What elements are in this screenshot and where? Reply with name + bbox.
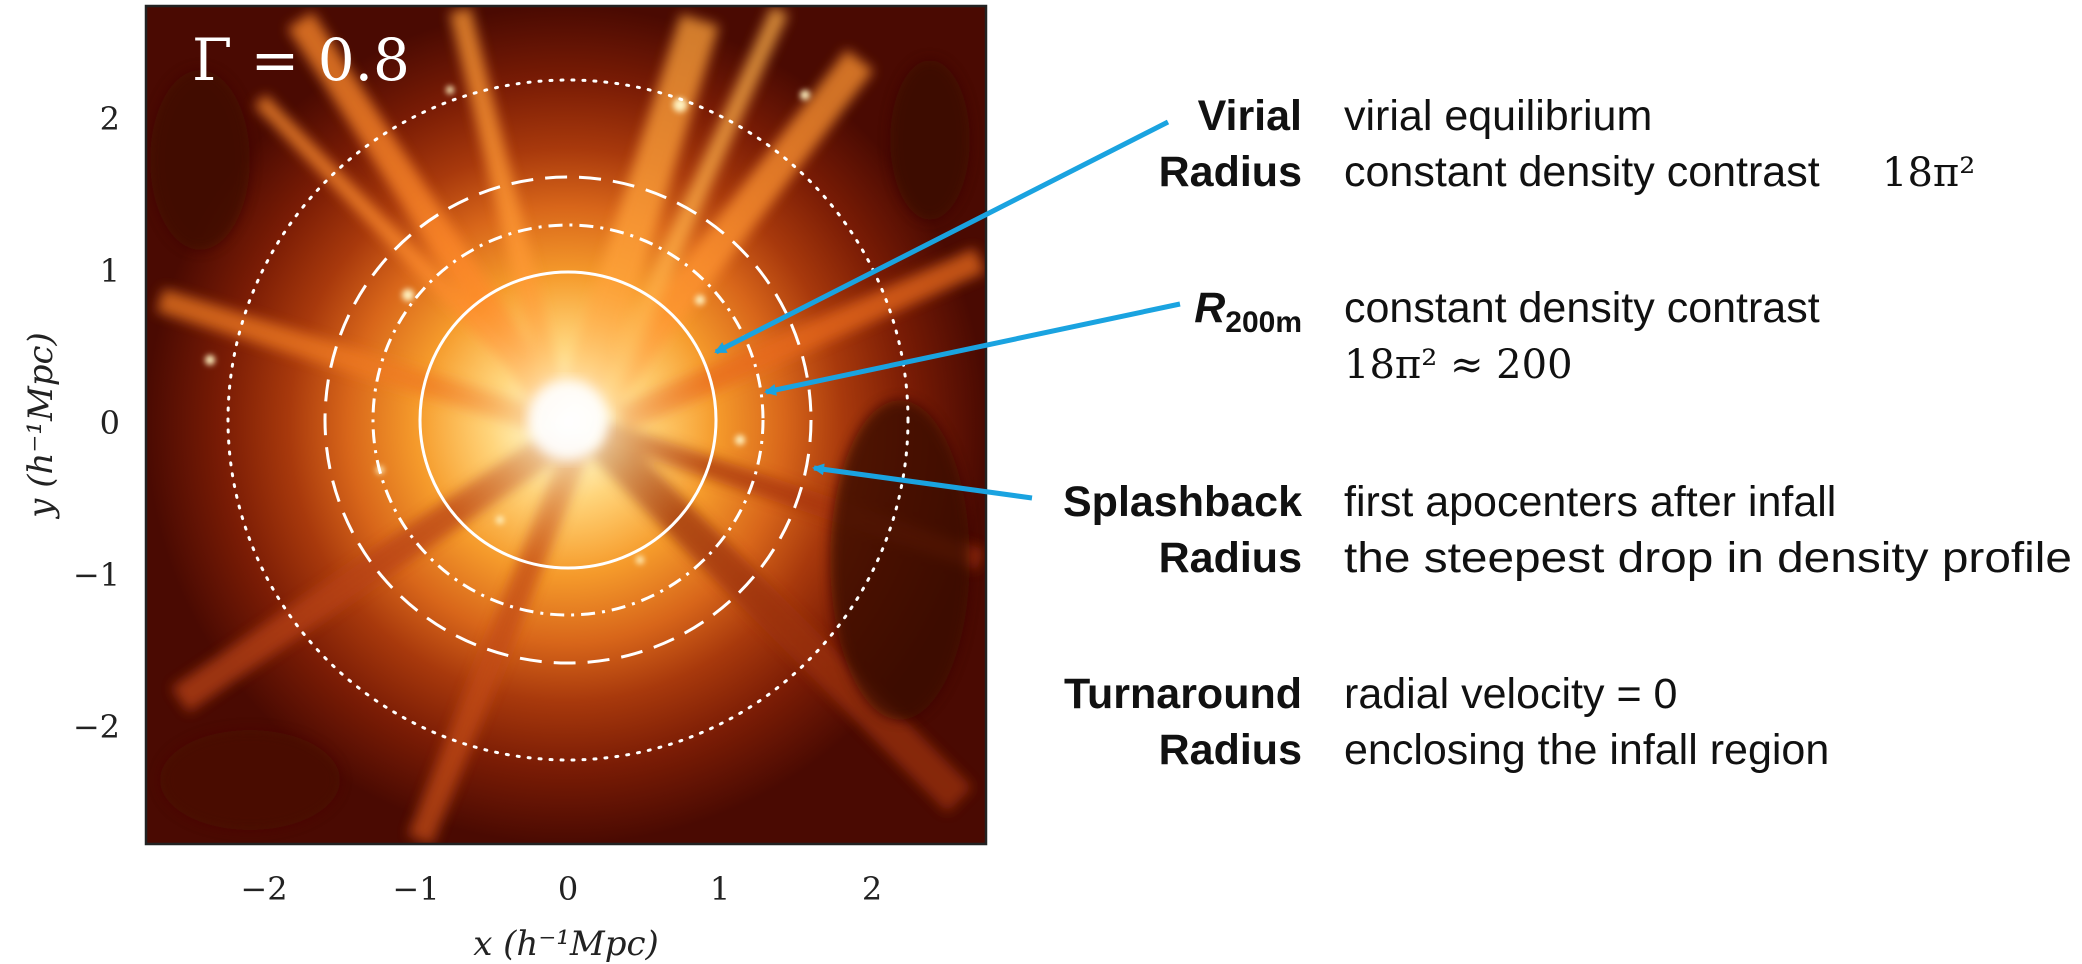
y-axis-ticks: 2 1 0 −1 −2 (73, 100, 120, 746)
x-tick: 0 (558, 870, 578, 908)
turnaround-radius-circle (226, 78, 910, 762)
r200m-circle (371, 223, 765, 617)
turnaround-term-line1: Turnaround (1064, 670, 1302, 718)
y-tick: 1 (100, 252, 120, 290)
splashback-desc-line1: first apocenters after infall (1344, 478, 1836, 526)
r200m-desc-line1: constant density contrast (1344, 284, 1820, 332)
virial-desc-math: 18π² (1882, 150, 1975, 196)
x-axis-ticks: −2 −1 0 1 2 (240, 870, 882, 908)
virial-term-line1: Virial (1198, 92, 1302, 140)
annotation-turnaround: Turnaround Radius radial velocity = 0 en… (1064, 670, 1829, 774)
turnaround-desc-line2: enclosing the infall region (1344, 726, 1829, 774)
r200m-arrow (764, 301, 1181, 396)
y-tick: −2 (73, 708, 120, 746)
y-tick: 2 (100, 100, 120, 138)
annotation-splashback: Splashback Radius first apocenters after… (1063, 478, 2072, 582)
gamma-label: Γ = 0.8 (192, 26, 410, 94)
x-tick: 2 (862, 870, 882, 908)
virial-desc-line2: constant density contrast (1344, 148, 1820, 196)
virial-desc-line1: virial equilibrium (1344, 92, 1652, 140)
virial-term-line2: Radius (1159, 148, 1302, 196)
x-axis-label: x (h⁻¹Mpc) (473, 924, 659, 964)
annotation-virial: Virial Radius virial equilibrium constan… (1159, 92, 1976, 196)
x-tick: −2 (240, 870, 287, 908)
x-tick: 1 (710, 870, 730, 908)
annotation-r200m: R200m constant density contrast 18π² ≈ 2… (1194, 284, 1819, 388)
y-tick: 0 (100, 404, 120, 442)
splashback-radius-circle (323, 175, 813, 665)
turnaround-term-line2: Radius (1159, 726, 1302, 774)
x-tick: −1 (392, 870, 439, 908)
substructure-clumps (205, 86, 810, 564)
splashback-arrow (812, 463, 1033, 501)
r200m-subscript: 200m (1225, 306, 1302, 339)
splashback-term-line2: Radius (1159, 534, 1302, 582)
virial-arrow (714, 119, 1170, 355)
y-tick: −1 (73, 556, 120, 594)
turnaround-desc-line1: radial velocity = 0 (1344, 670, 1677, 718)
dark-voids (150, 60, 970, 830)
panel-frame (144, 4, 988, 846)
r200m-term: R200m (1194, 284, 1302, 339)
simulation-image (146, 6, 986, 844)
virial-radius-circle (418, 270, 718, 570)
annotation-arrows (714, 119, 1181, 501)
y-axis-label: y (h⁻¹Mpc) (21, 332, 61, 520)
r200m-symbol: R (1194, 284, 1225, 332)
splashback-term-line1: Splashback (1063, 478, 1302, 526)
splashback-desc-line2: the steepest drop in density profile (1344, 534, 2072, 582)
r200m-desc-math: 18π² ≈ 200 (1344, 342, 1573, 388)
